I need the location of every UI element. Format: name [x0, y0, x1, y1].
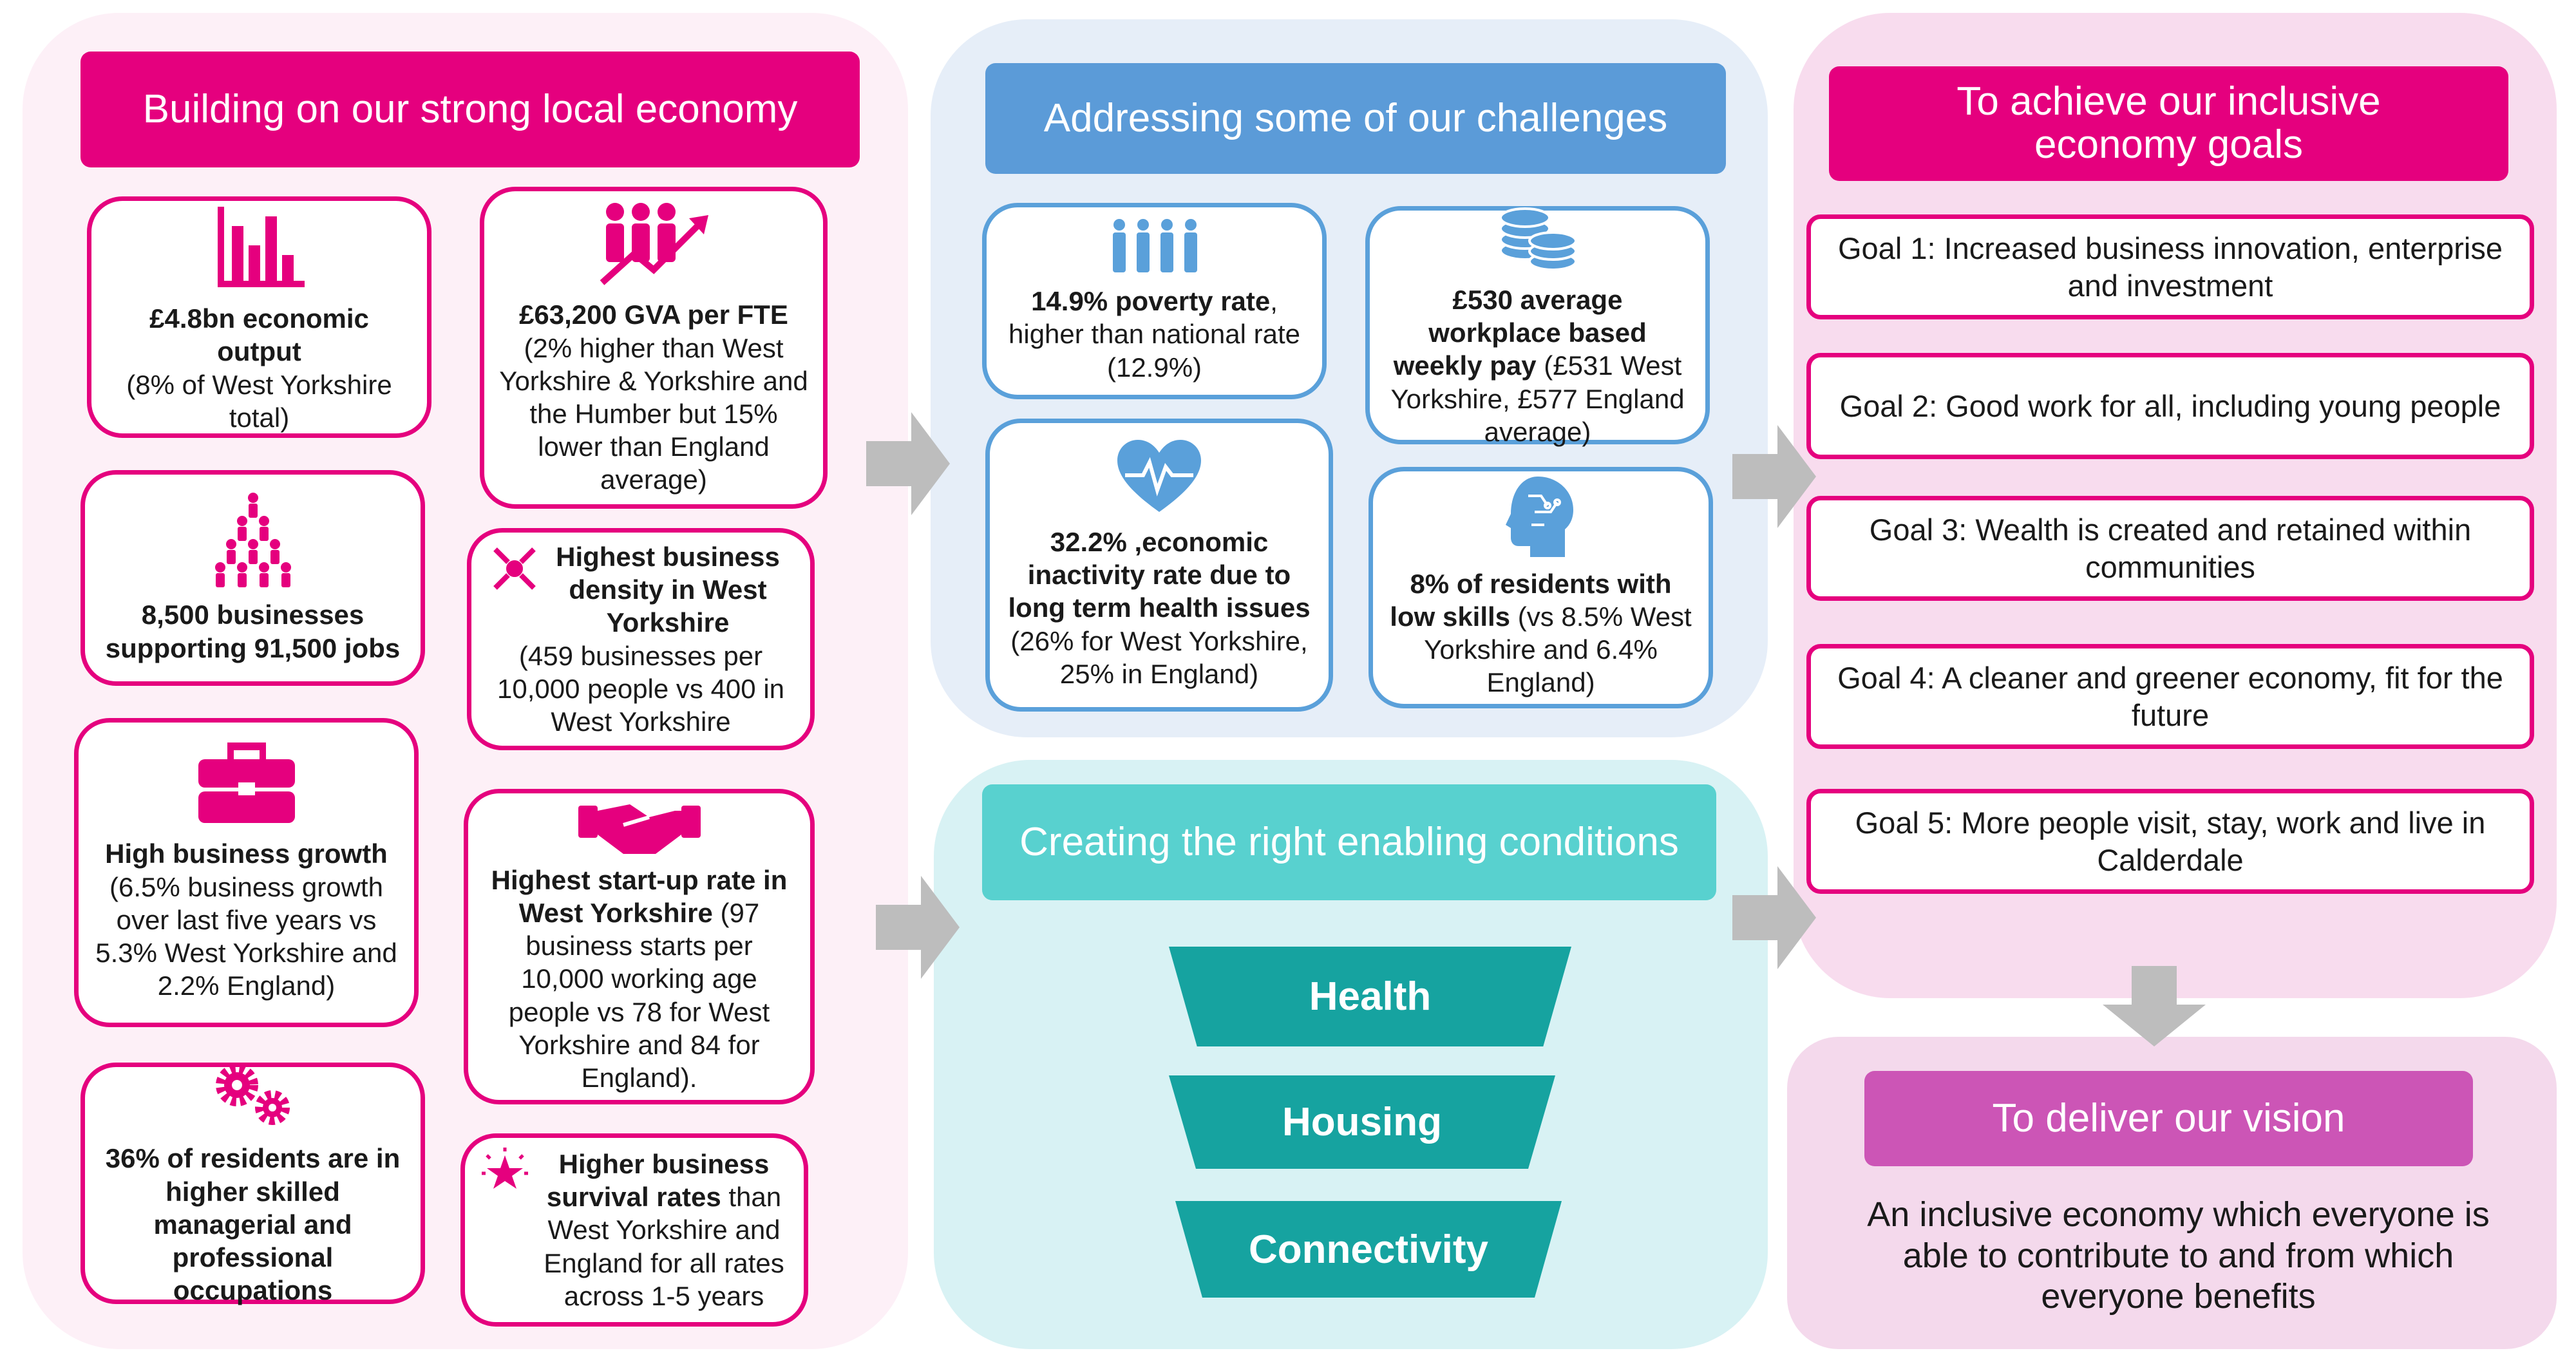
enabling-title: Creating the right enabling conditions [982, 784, 1716, 900]
strength-bold: 36% of residents are in higher skilled m… [105, 1143, 401, 1306]
bar-chart-icon [211, 200, 308, 290]
strength-text: £4.8bn economic output(8% of West Yorksh… [106, 302, 413, 434]
challenge-detail: (vs 8.5% West Yorkshire and 6.4% England… [1424, 601, 1692, 698]
strength-bold: Highest business density in West Yorkshi… [556, 541, 780, 638]
enabling-item-housing: Housing [1169, 1075, 1555, 1169]
strength-detail: (8% of West Yorkshire total) [126, 369, 392, 433]
strength-detail: than West Yorkshire and England for all … [544, 1182, 784, 1311]
arrow-challenges-to-goals [1732, 425, 1816, 528]
challenge-card-low-skills: 8% of residents with low skills (vs 8.5%… [1368, 467, 1713, 708]
strength-bold: Higher business survival rates [546, 1148, 770, 1213]
enabling-item-connectivity: Connectivity [1175, 1201, 1562, 1298]
strength-card-gva: £63,200 GVA per FTE(2% higher than West … [480, 187, 828, 509]
arrow-goals-to-vision [2103, 966, 2206, 1046]
goal-5: Goal 5: More people visit, stay, work an… [1806, 789, 2534, 894]
density-icon [491, 545, 538, 592]
enabling-item-health: Health [1169, 947, 1571, 1046]
challenge-bold: £530 average workplace based weekly pay [1393, 284, 1647, 381]
strength-bold: £63,200 GVA per FTE [519, 299, 788, 330]
strength-detail: (6.5% business growth over last five yea… [95, 871, 397, 1001]
challenge-bold: 14.9% poverty rate [1031, 286, 1271, 317]
family-icon [1110, 218, 1200, 273]
coins-icon [1496, 202, 1580, 273]
goal-2: Goal 2: Good work for all, including you… [1806, 353, 2534, 459]
strength-bold: 8,500 businesses supporting 91,500 jobs [105, 600, 401, 663]
goal-4: Goal 4: A cleaner and greener economy, f… [1806, 644, 2534, 749]
density-heading-row: Highest business density in West Yorkshi… [491, 540, 790, 639]
arrow-strengths-to-challenges [866, 412, 950, 515]
strengths-title: Building on our strong local economy [80, 52, 860, 167]
vision-text: An inclusive economy which everyone is a… [1867, 1195, 2490, 1316]
strength-bold: £4.8bn economic output [149, 303, 369, 367]
strength-card-skills: 36% of residents are in higher skilled m… [80, 1063, 425, 1306]
head-brain-icon [1505, 476, 1577, 557]
strength-bold: High business growth [105, 838, 388, 869]
strength-bold: Highest start-up rate in West Yorkshire [491, 864, 788, 928]
strength-card-economic-output: £4.8bn economic output(8% of West Yorksh… [87, 196, 431, 438]
challenge-detail: (26% for West Yorkshire, 25% in England) [1010, 625, 1308, 689]
strength-detail: (2% higher than West Yorkshire & Yorkshi… [499, 332, 808, 495]
heart-rate-icon [1117, 439, 1201, 514]
strength-card-growth: High business growth(6.5% business growt… [74, 718, 419, 1027]
star-icon [479, 1147, 531, 1199]
strength-detail: (459 businesses per 10,000 people vs 400… [497, 640, 785, 737]
challenges-title: Addressing some of our challenges [985, 63, 1726, 174]
goal-1: Goal 1: Increased business innovation, e… [1806, 214, 2534, 319]
challenge-card-inactivity: 32.2% ,economic inactivity rate due to l… [985, 419, 1333, 712]
arrow-strengths-to-enabling [876, 876, 960, 979]
challenge-detail: (£531 West Yorkshire, £577 England avera… [1390, 350, 1685, 447]
vision-title: To deliver our vision [1864, 1071, 2473, 1166]
goal-3: Goal 3: Wealth is created and retained w… [1806, 496, 2534, 601]
challenge-detail: , higher than national rate (12.9%) [1009, 286, 1300, 383]
briefcase-icon [198, 742, 295, 824]
goals-title: To achieve our inclusive economy goals [1829, 66, 2508, 181]
strength-card-survival: Higher business survival rates than West… [460, 1133, 808, 1327]
strength-card-businesses: 8,500 businesses supporting 91,500 jobs [80, 470, 425, 686]
gears-icon [211, 1059, 295, 1130]
strength-detail: (97 business starts per 10,000 working a… [508, 897, 770, 1093]
strength-card-density: Highest business density in West Yorkshi… [467, 528, 815, 750]
people-growth-icon [596, 199, 712, 289]
handshake-icon [578, 799, 701, 857]
challenge-card-poverty: 14.9% poverty rate, higher than national… [982, 203, 1327, 399]
people-pyramid-icon [205, 491, 301, 588]
strength-card-startups: Highest start-up rate in West Yorkshire … [464, 789, 815, 1104]
challenge-bold: 8% of residents with low skills [1390, 568, 1672, 632]
challenge-bold: 32.2% ,economic inactivity rate due to l… [1008, 526, 1311, 623]
challenge-card-pay: £530 average workplace based weekly pay … [1365, 206, 1710, 447]
arrow-enabling-to-goals [1732, 866, 1816, 969]
survival-heading-row: Higher business survival rates than West… [479, 1147, 790, 1312]
